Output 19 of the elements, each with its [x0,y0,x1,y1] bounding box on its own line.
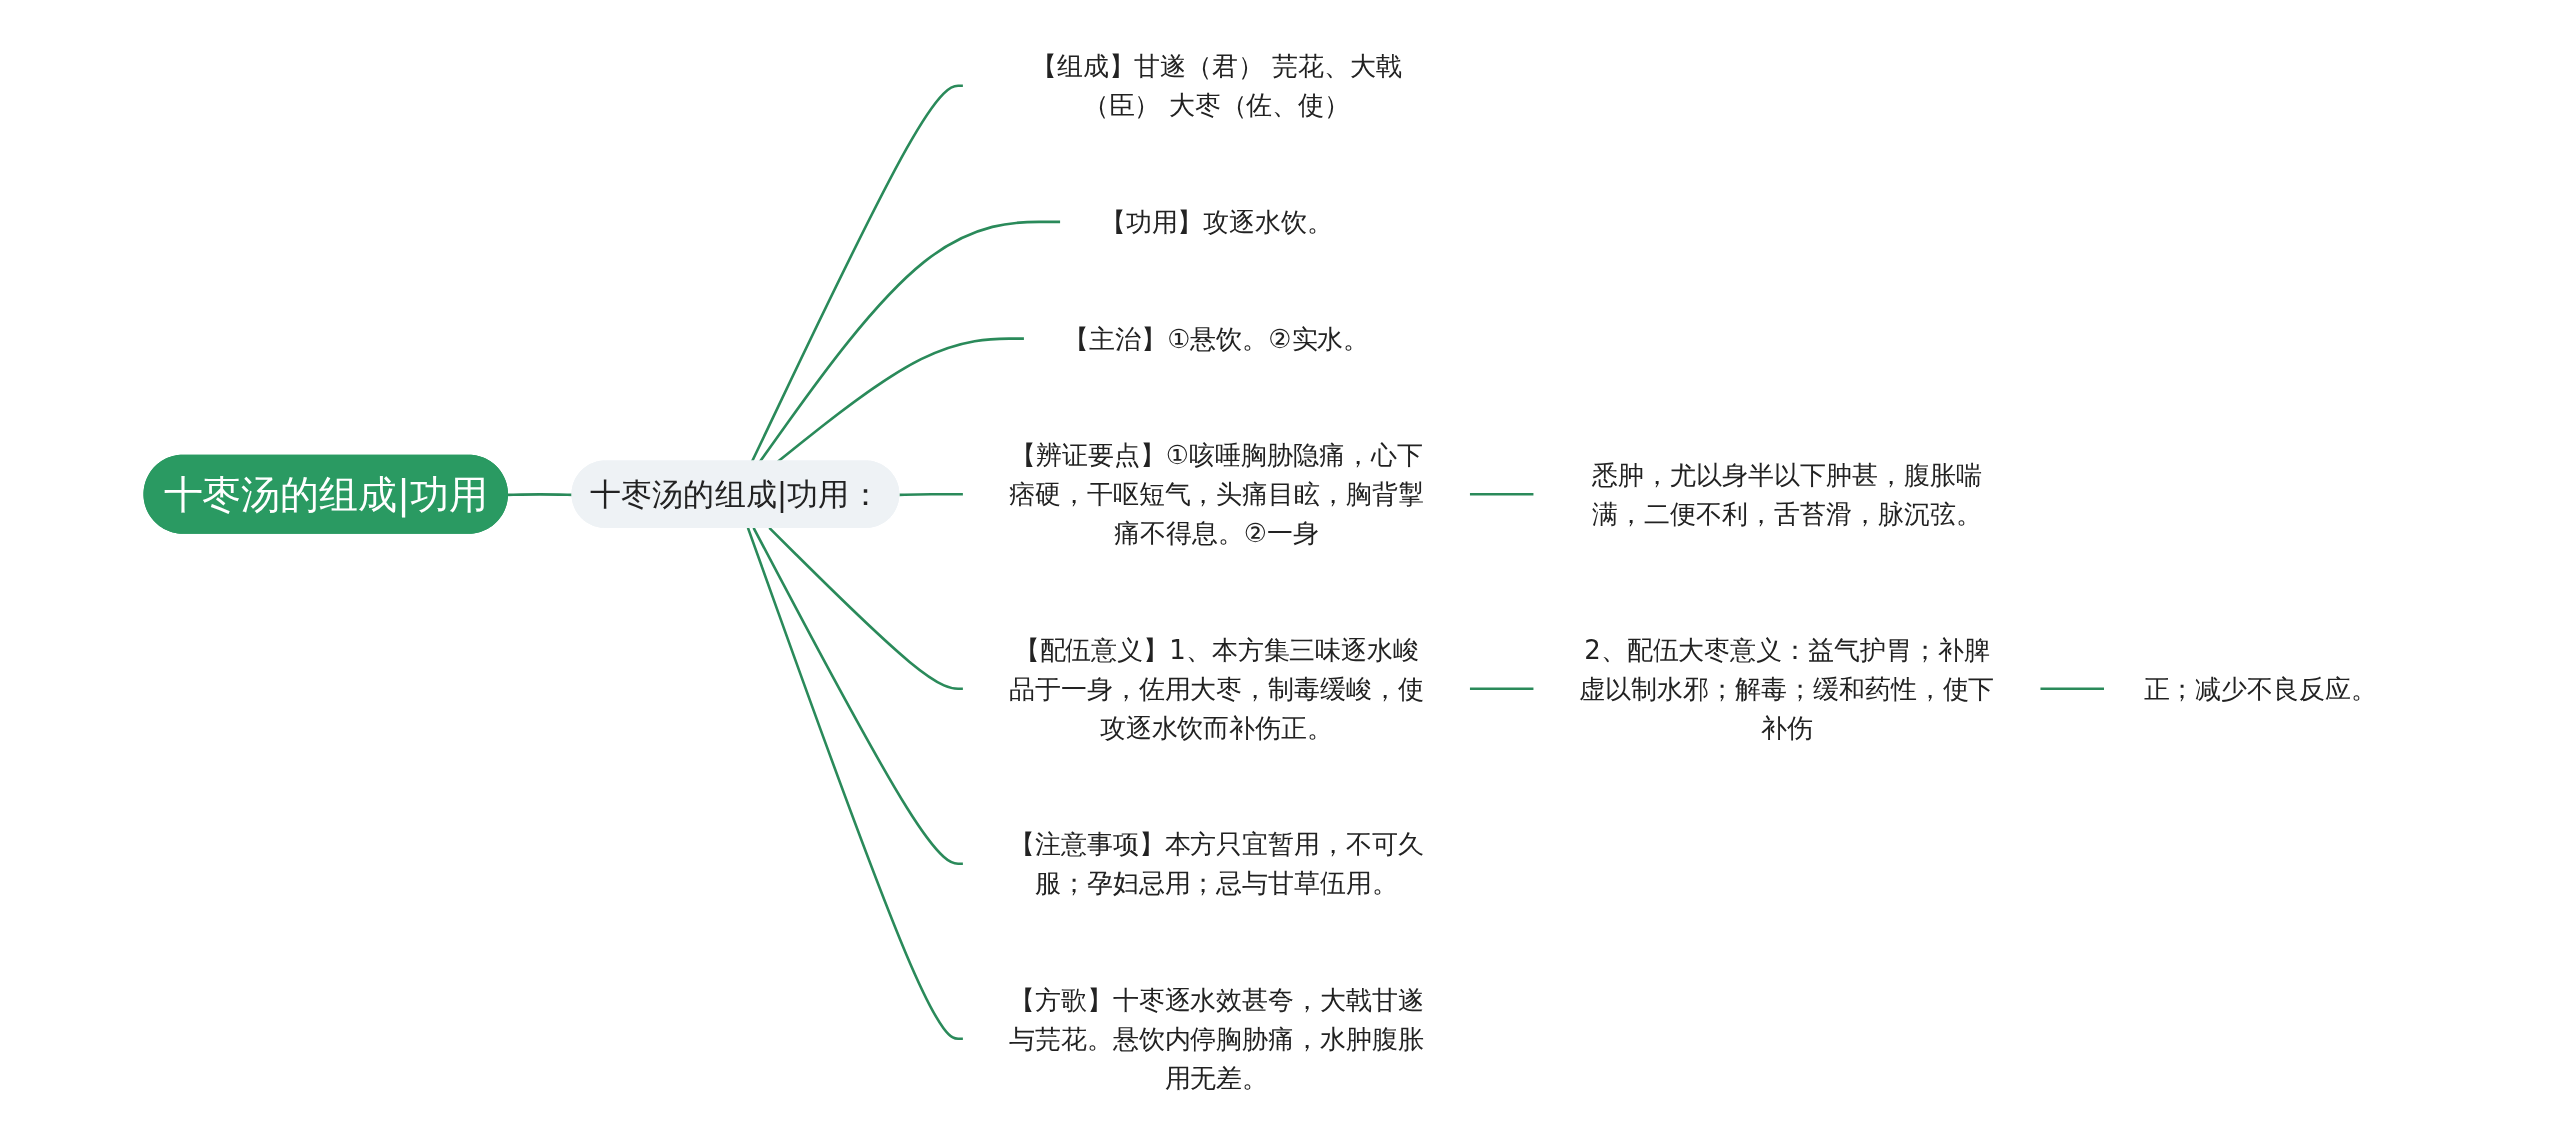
connector [899,492,964,496]
node-text: 【主治】①悬饮。②实水。 [1063,322,1370,354]
node-text: 【配伍意义】1、本方集三味逐水峻品于一身，佐用大枣，制毒缓峻，使攻逐水饮而补伤正。 [1008,633,1424,743]
node-text: 【组成】甘遂（君） 芫花、大戟（臣） 大枣（佐、使） [1030,50,1403,121]
node-text: 【注意事项】本方只宜暂用，不可久服；孕妇忌用；忌与甘草伍用。 [1008,828,1424,899]
node-text: 【辨证要点】①咳唾胸胁隐痛，心下痞硬，干呕短气，头痛目眩，胸背掣痛不得息。②一身 [1008,439,1424,549]
connector [768,526,964,690]
connector [752,526,964,865]
connector [1469,492,1535,495]
node-text: 悉肿，尤以身半以下肿甚，腹胀喘满，二便不利，舌苔滑，脉沉弦。 [1592,458,1982,529]
connector [1469,686,1535,690]
connector [507,492,573,496]
node-text: 2、配伍大枣意义：益气护胃；补脾虚以制水邪；解毒；缓和药性，使下补伤 [1579,633,1995,743]
node-text: 【方歌】十枣逐水效甚夸，大戟甘遂与芫花。悬饮内停胸胁痛，水肿腹胀用无差。 [1008,983,1424,1093]
node-text: 正；减少不良反应。 [2143,672,2377,704]
node-text: 【功用】攻逐水饮。 [1099,205,1334,237]
connector [746,526,964,1040]
connector [2039,686,2105,690]
connector [750,83,964,462]
